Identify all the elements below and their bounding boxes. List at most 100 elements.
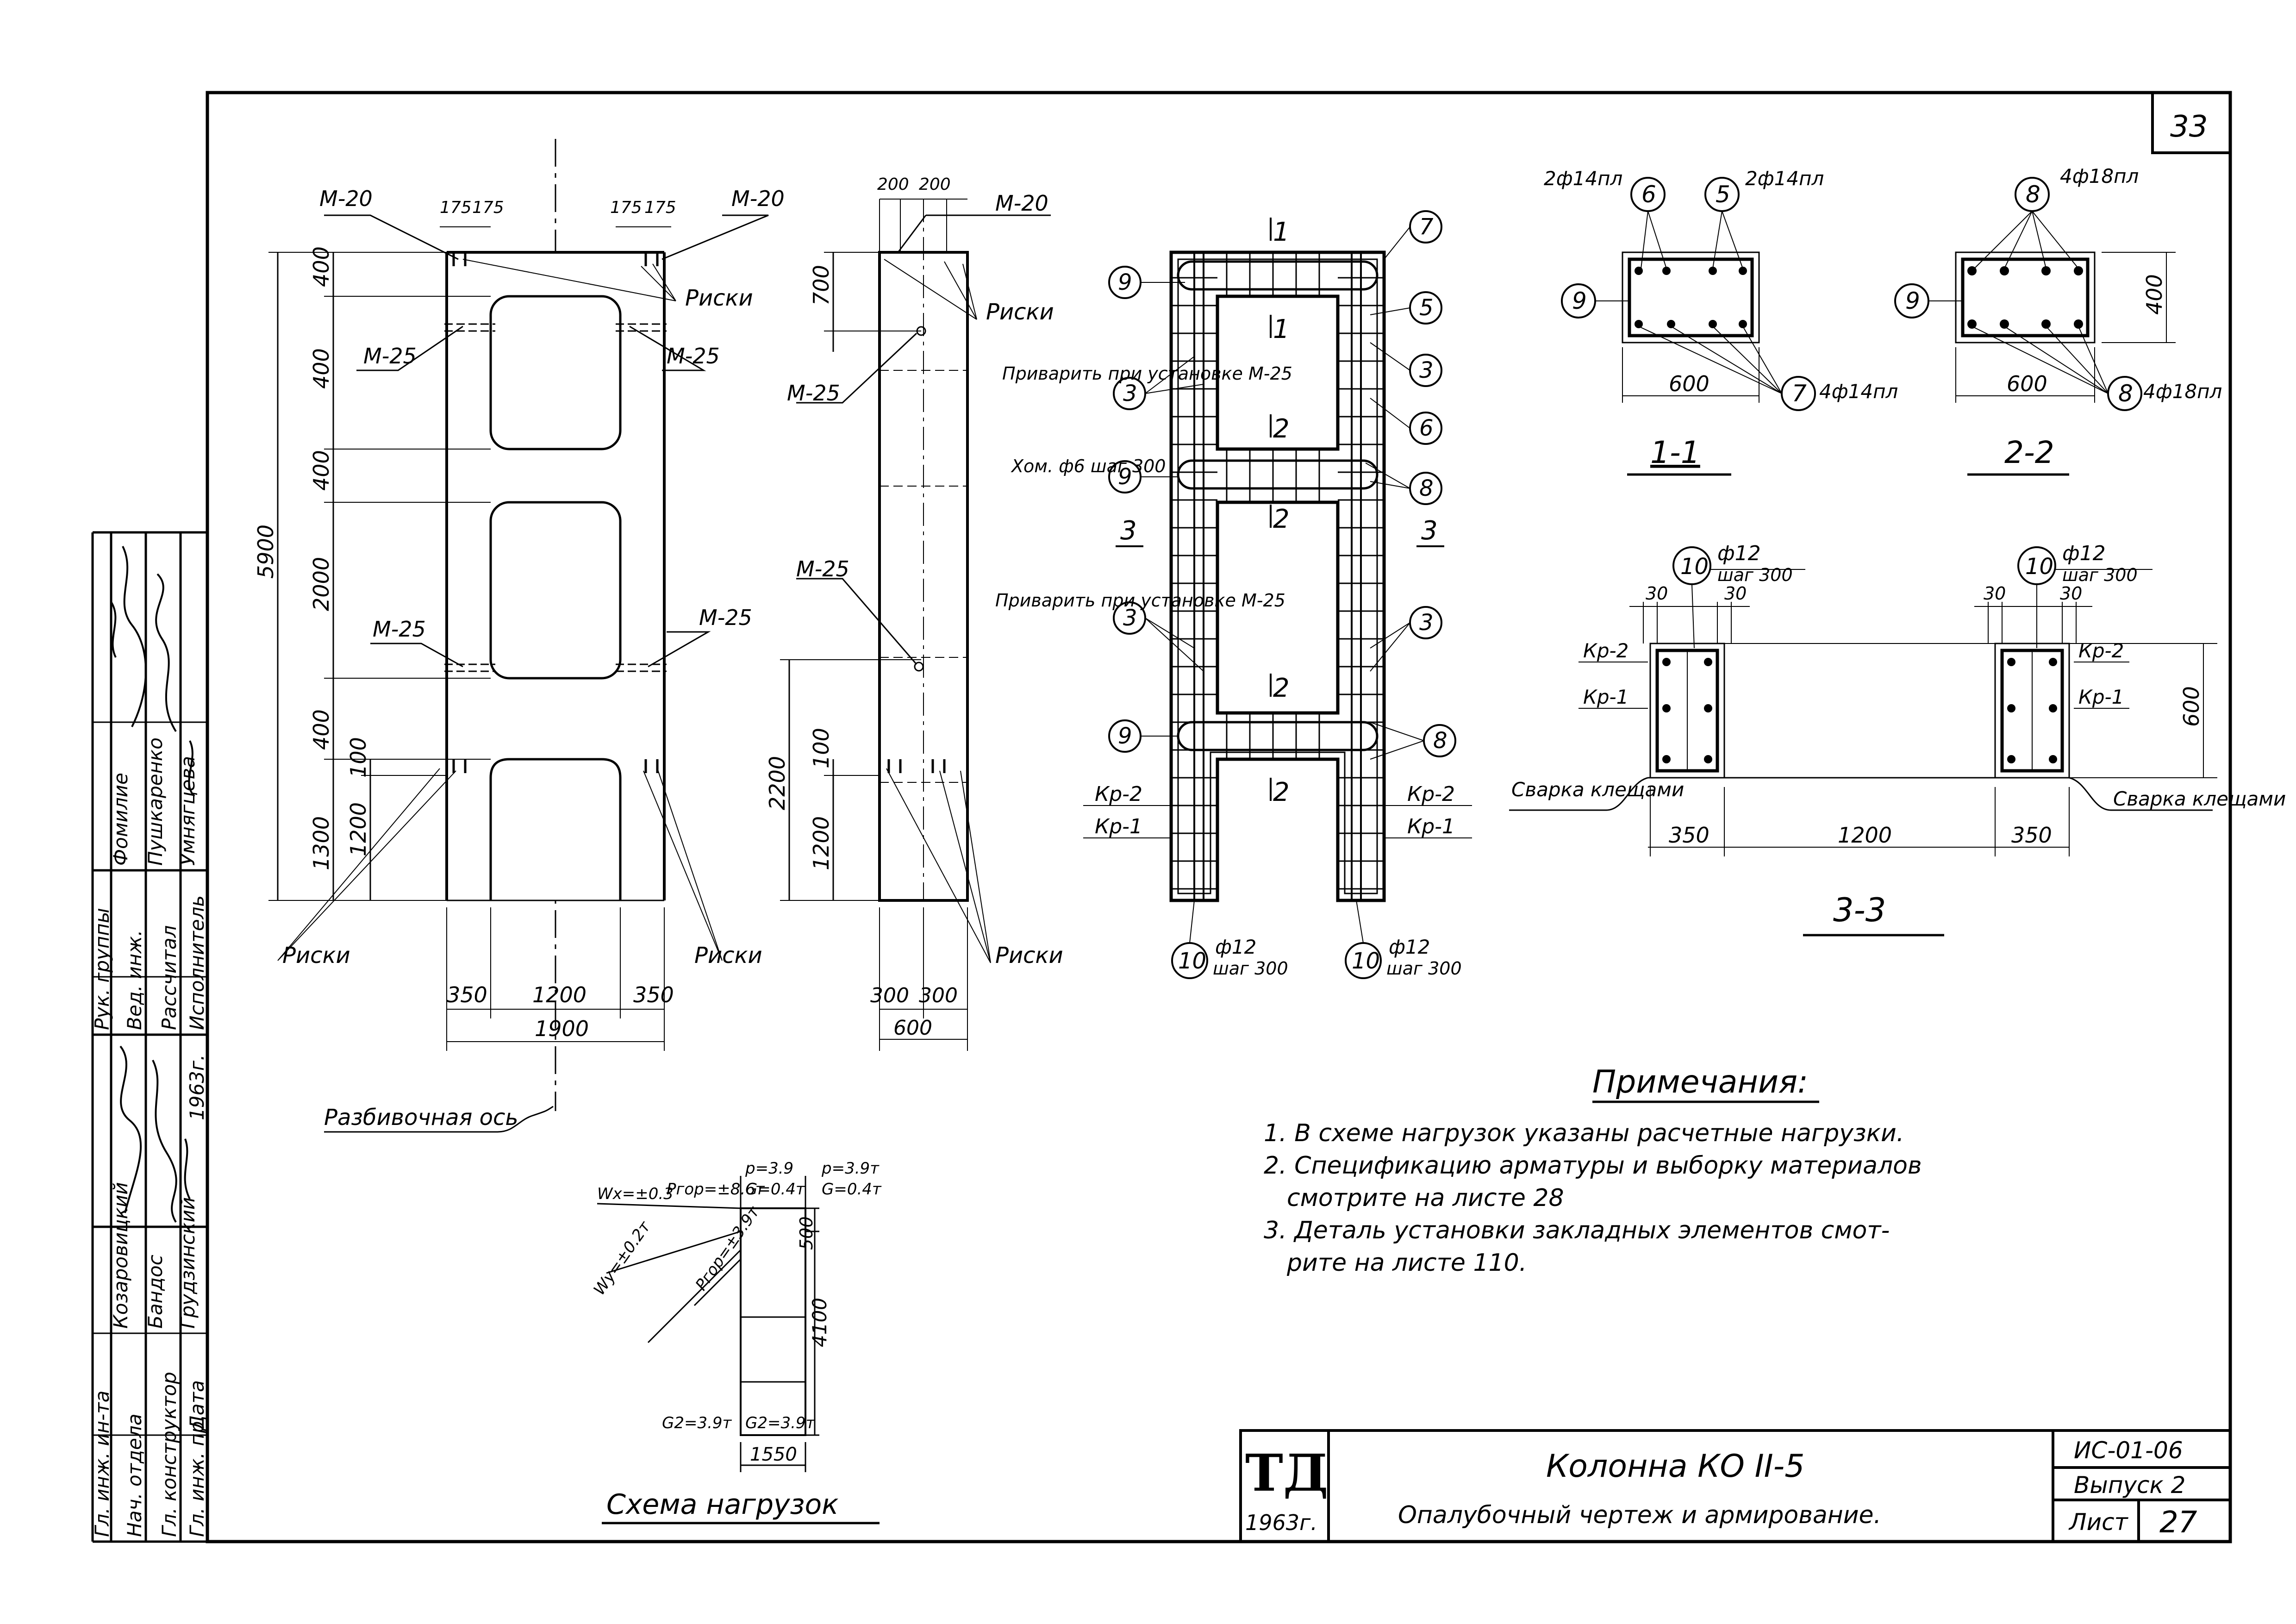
dim-175-b: 175: [472, 198, 504, 217]
stamp-name-7: Пушкаренко: [144, 737, 167, 866]
dim-200-a: 200: [877, 175, 909, 194]
side-marks-bottom: Риски: [995, 943, 1063, 968]
s22-rebar-top: 4ф18пл: [2060, 165, 2139, 187]
s11-callout-9: 9: [1572, 287, 1587, 314]
dim-175-d: 175: [644, 198, 676, 217]
load-wx: Wx=±0.3: [597, 1185, 674, 1203]
dim-400-a: 400: [309, 246, 334, 287]
section-1-1: 6 5 9 7 2ф14пл 2ф14пл 4ф14пл 600 1-1: [1544, 167, 1898, 476]
dim-100: 100: [346, 737, 371, 778]
frame-kr1-left: Кр-1: [1095, 815, 1142, 838]
callout-8-upper: 8: [1419, 475, 1434, 501]
load-dim-500: 500: [796, 1216, 817, 1250]
callout-3-right-lower: 3: [1419, 610, 1434, 636]
note-weld-1: Приварить при установке M-25: [1002, 363, 1292, 384]
cut-3-left: 3: [1120, 516, 1137, 546]
dim-200-b: 200: [919, 175, 951, 194]
s22-callout-8-top: 8: [2026, 181, 2040, 208]
s33-callout-10-left: 10: [1680, 554, 1709, 580]
callout-10-right: 10: [1352, 948, 1380, 974]
cut-2-c: 2: [1273, 673, 1290, 703]
title-block: ТД 1963г. Колонна КО II-5 Опалубочный че…: [1239, 1429, 2230, 1542]
dim-1200: 1200: [532, 982, 586, 1007]
frame-kr2-right: Кр-2: [1407, 782, 1455, 806]
s33-cover-4: 30: [2060, 583, 2082, 604]
stamp-role-6: Рук. группы: [91, 908, 113, 1030]
dim-400-b: 400: [309, 348, 334, 389]
note-2: 2. Спецификацию арматуры и выборку матер…: [1264, 1152, 1922, 1180]
s33-frame-kr2-left: Кр-2: [1583, 639, 1628, 662]
callout-3-left-upper: 3: [1123, 381, 1137, 406]
drawing-name: Колонна КО II-5: [1546, 1448, 1804, 1485]
load-pgor-y: Pгор=±3.9т: [692, 1203, 764, 1294]
bars-left-dia: ф12: [1215, 936, 1256, 958]
s33-weld-left: Сварка клещами: [1511, 778, 1684, 801]
bars-left-step: шаг 300: [1213, 958, 1288, 979]
sheet-number-box: [2151, 93, 2230, 154]
callout-9-top: 9: [1118, 269, 1132, 295]
s11-width: 600: [1669, 371, 1710, 396]
callout-7: 7: [1419, 214, 1434, 240]
note-2-cont: смотрите на листе 28: [1287, 1184, 1564, 1212]
s33-bar-right: ф12: [2062, 542, 2106, 565]
front-elevation: 5900 400 400 400 2000 400 100 1300 1200 …: [253, 139, 785, 1133]
s22-height: 400: [2142, 274, 2167, 315]
dim-100-side: 100: [809, 728, 834, 768]
anchor-m25-lower-right: M-25: [699, 605, 752, 630]
load-g2-right: G2=3.9т: [745, 1414, 816, 1432]
s33-cover-2: 30: [1724, 583, 1747, 604]
s11-rebar-bottom: 4ф14пл: [1819, 380, 1898, 403]
load-g-left: G=0.4т: [745, 1180, 805, 1199]
logo-td: ТД: [1245, 1443, 1329, 1503]
s11-rebar-top-left: 2ф14пл: [1544, 167, 1622, 190]
note-1: 1. В схеме нагрузок указаны расчетные на…: [1264, 1119, 1904, 1147]
s22-rebar-bottom: 4ф18пл: [2143, 380, 2222, 403]
load-p-left: p=3.9: [745, 1159, 793, 1178]
section-3-3: 600 350 1200 350 30 30 30 30 10 10 ф12 ш…: [1509, 542, 2286, 937]
sheet-number: 33: [2170, 110, 2208, 144]
cut-1-bottom: 1: [1273, 314, 1290, 344]
s11-label: 1-1: [1650, 435, 1700, 470]
logo-year: 1963г.: [1245, 1510, 1317, 1535]
section-2-2: 8 9 8 4ф18пл 4ф18пл 600 400 2-2: [1894, 165, 2222, 476]
callout-9-bottom: 9: [1118, 723, 1132, 749]
load-scheme-title: Схема нагрузок: [606, 1488, 838, 1521]
stamp-name-1: Козаровицкий: [109, 1182, 132, 1329]
s22-label: 2-2: [2004, 435, 2054, 470]
s11-callout-5: 5: [1716, 181, 1730, 208]
s33-callout-10-right: 10: [2025, 554, 2053, 580]
dim-300-b: 300: [919, 984, 958, 1007]
marks-label-bottom-right: Риски: [694, 943, 762, 968]
dim-400-d: 400: [309, 709, 334, 750]
cut-2-d: 2: [1273, 777, 1290, 807]
s33-weld-right: Сварка клещами: [2113, 787, 2286, 810]
anchor-m25-upper-right: M-25: [667, 344, 720, 369]
drawing-subtitle: Опалубочный чертеж и армирование.: [1398, 1501, 1881, 1529]
callout-3-left-lower: 3: [1123, 605, 1137, 631]
load-scheme: 500 4100 1550 Wx=±0.3 Pгор=±8.6т p=3.9 G…: [590, 1159, 882, 1524]
drawing-code: ИС-01-06: [2074, 1437, 2183, 1464]
cut-2-b: 2: [1273, 504, 1290, 534]
anchor-m25-lower-left: M-25: [373, 617, 426, 642]
s33-frame-kr1-right: Кр-1: [2078, 686, 2124, 708]
dim-1200-side: 1200: [809, 816, 834, 870]
sheet-value: 27: [2159, 1505, 2197, 1540]
note-weld-2: Приварить при установке M-25: [995, 590, 1285, 611]
stamp-role-5: Дата: [186, 1380, 208, 1431]
frame-kr1-right: Кр-1: [1407, 815, 1455, 838]
dim-2000: 2000: [309, 557, 334, 611]
load-wy: Wy=±0.2т: [590, 1218, 655, 1299]
notes-block: Примечания: 1. В схеме нагрузок указаны …: [1264, 1064, 1922, 1277]
stamp-role-4: Гл. инж. пр.: [186, 1415, 208, 1537]
load-g2-left: G2=3.9т: [662, 1414, 732, 1432]
opening-middle: [489, 501, 622, 680]
s33-bar-left: ф12: [1717, 542, 1761, 565]
sheet-label: Лист: [2068, 1509, 2129, 1536]
s11-rebar-top-right: 2ф14пл: [1745, 167, 1824, 190]
dim-1900: 1900: [535, 1016, 589, 1041]
sheet-frame: [206, 91, 2232, 1543]
dim-5900: 5900: [253, 525, 278, 579]
side-marks-top: Риски: [986, 299, 1054, 325]
